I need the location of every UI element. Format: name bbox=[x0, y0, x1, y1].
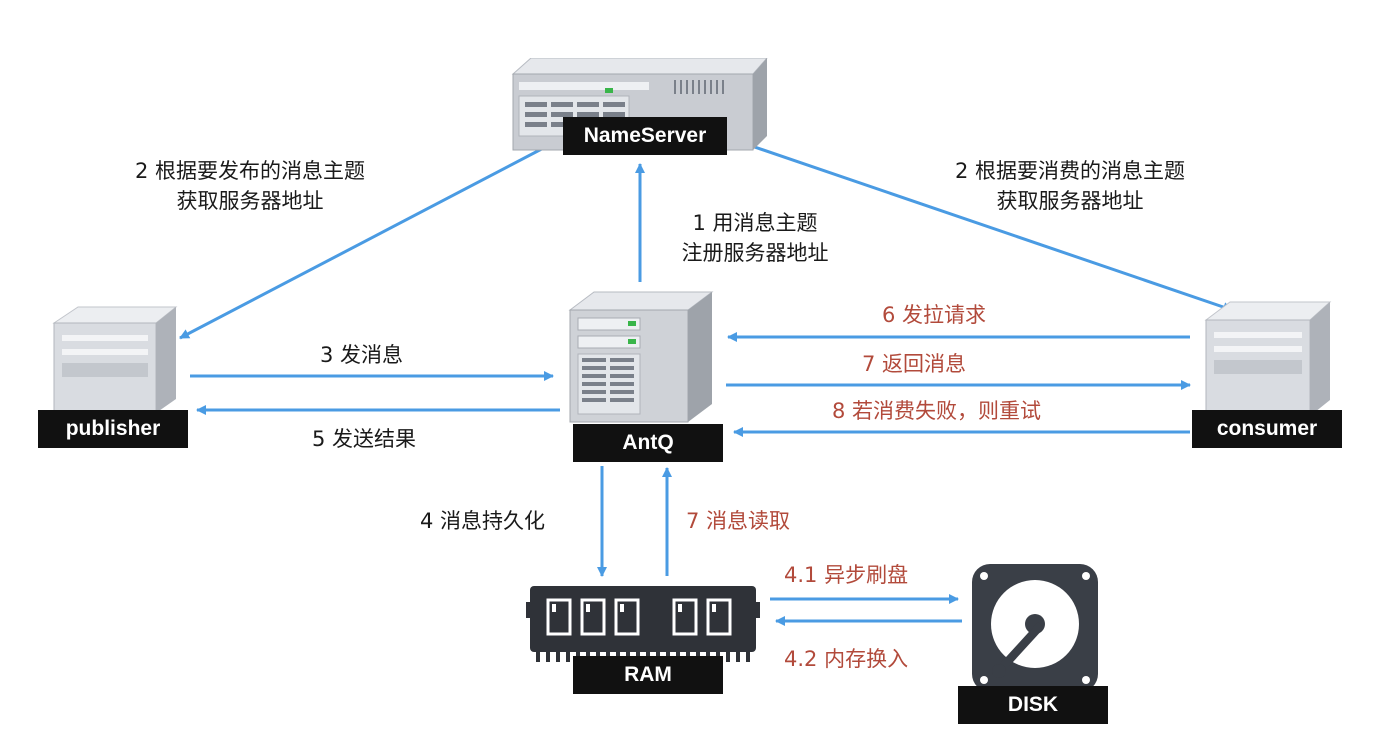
ram-label: RAM bbox=[573, 656, 723, 694]
publisher-lookup-line-1: 2 根据要发布的消息主题 bbox=[134, 159, 366, 183]
send-message-label: 3 发消息 bbox=[320, 343, 404, 367]
read-label: 7 消息读取 bbox=[686, 509, 791, 533]
antq-register-line-1: 1 用消息主题 bbox=[692, 211, 818, 235]
server-icon bbox=[1204, 301, 1332, 417]
publisher-lookup-label: 2 根据要发布的消息主题 获取服务器地址 bbox=[60, 156, 440, 216]
disk-label: DISK bbox=[958, 686, 1108, 724]
ram-icon bbox=[526, 586, 760, 662]
pull-request-label: 6 发拉请求 bbox=[882, 303, 987, 327]
antq-register-label: 1 用消息主题 注册服务器地址 bbox=[640, 208, 870, 268]
async-flush-label: 4.1 异步刷盘 bbox=[784, 563, 909, 587]
consumer-label: consumer bbox=[1192, 410, 1342, 448]
server-icon bbox=[568, 291, 714, 423]
send-result-label: 5 发送结果 bbox=[312, 427, 417, 451]
publisher-label: publisher bbox=[38, 410, 188, 448]
publisher-lookup-line-2: 获取服务器地址 bbox=[176, 189, 324, 213]
consumer-lookup-line-2: 获取服务器地址 bbox=[996, 189, 1144, 213]
antq-label: AntQ bbox=[573, 424, 723, 462]
return-message-label: 7 返回消息 bbox=[862, 352, 967, 376]
disk-icon bbox=[972, 564, 1098, 692]
retry-label: 8 若消费失败，则重试 bbox=[832, 399, 1042, 423]
persist-label: 4 消息持久化 bbox=[420, 509, 546, 533]
antq-register-line-2: 注册服务器地址 bbox=[681, 241, 829, 265]
server-icon bbox=[52, 306, 178, 414]
consumer-lookup-line-1: 2 根据要消费的消息主题 bbox=[954, 159, 1186, 183]
consumer-lookup-label: 2 根据要消费的消息主题 获取服务器地址 bbox=[880, 156, 1260, 216]
arrow-nameserver-to-publisher bbox=[179, 140, 556, 340]
arrow-nameserver-to-consumer bbox=[739, 140, 1233, 312]
memory-swap-in-label: 4.2 内存换入 bbox=[784, 647, 909, 671]
nameserver-label: NameServer bbox=[563, 117, 727, 155]
